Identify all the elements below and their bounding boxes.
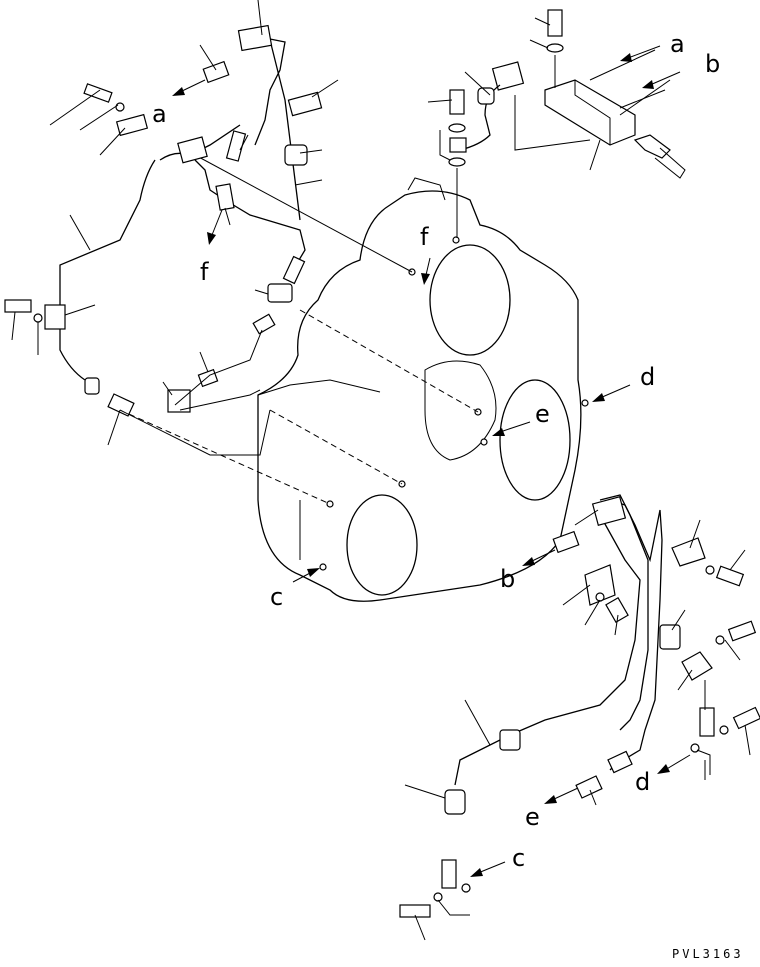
callout-f-center: f: [420, 223, 429, 251]
bottom-right-tube-assembly: [399, 494, 760, 918]
leader-lines-top-left: [11, 0, 339, 446]
top-right-block-assembly: [439, 9, 686, 238]
callout-e-lower: e: [525, 803, 540, 831]
callout-b-top-right: b: [705, 50, 720, 78]
callout-labels: a a b f f d e c b d e c: [152, 30, 720, 872]
direction-arrows: [172, 45, 691, 877]
callout-a-top-right: a: [670, 30, 685, 58]
leader-lines-bottom-right: [404, 509, 751, 941]
callout-c-lower-left: c: [270, 583, 283, 611]
drawing-code: PVL3163: [672, 947, 744, 961]
callout-b-lower: b: [500, 565, 515, 593]
leader-lines-top-right: [427, 17, 671, 171]
callout-d-lower: d: [635, 768, 650, 796]
callout-e-center: e: [535, 400, 550, 428]
callout-f-left: f: [200, 258, 209, 286]
callout-c-bottom: c: [512, 844, 525, 872]
dashed-connectors: [119, 154, 479, 505]
transmission-housing: [257, 177, 589, 602]
callout-d-right: d: [640, 363, 655, 391]
top-left-tube-assembly: [4, 24, 323, 456]
callout-a-top-left: a: [152, 100, 167, 128]
